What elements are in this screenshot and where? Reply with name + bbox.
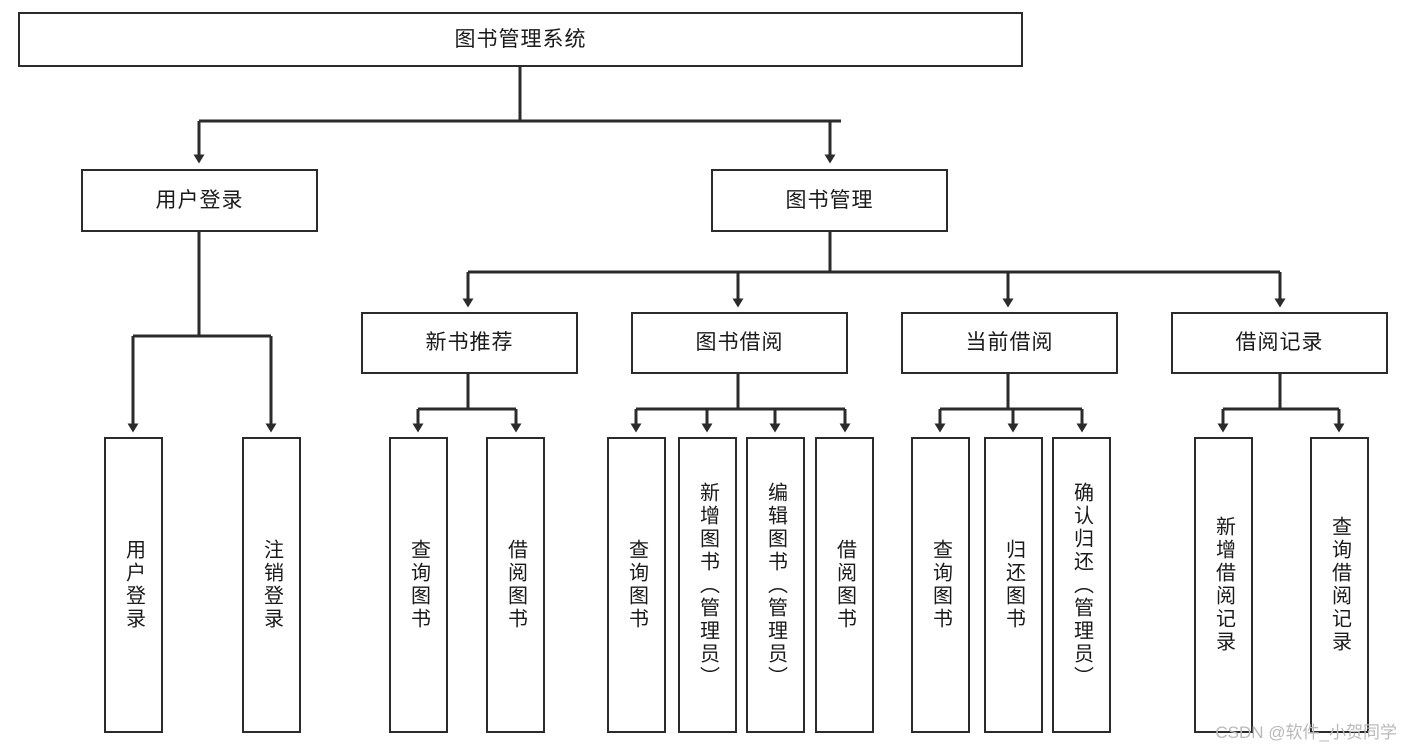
node-book-management[interactable]: 图书管理: [711, 169, 948, 232]
leaf-node[interactable]: 确认归还（管理员）: [1052, 437, 1111, 733]
node-root-system[interactable]: 图书管理系统: [18, 12, 1023, 67]
leaf-node-label: 借阅图书: [833, 539, 856, 631]
leaf-node-label: 确认归还（管理员）: [1070, 481, 1093, 689]
node-book-borrow[interactable]: 图书借阅: [631, 312, 848, 374]
leaf-node-label: 查询图书: [625, 539, 648, 631]
leaf-node-label: 新增图书（管理员）: [696, 481, 719, 689]
leaf-node[interactable]: 借阅图书: [815, 437, 874, 733]
leaf-node[interactable]: 查询图书: [607, 437, 666, 733]
edges-book-borrow-to-leaves: [630, 374, 851, 433]
edges-borrow-record-to-leaves: [1217, 374, 1345, 433]
node-borrow-record-label: 借阅记录: [1235, 331, 1324, 355]
leaf-node[interactable]: 注销登录: [242, 437, 301, 733]
node-current-borrow-label: 当前借阅: [965, 331, 1054, 355]
node-book-borrow-label: 图书借阅: [695, 331, 784, 355]
node-book-management-label: 图书管理: [785, 188, 874, 212]
leaf-node-label: 注销登录: [260, 539, 283, 631]
leaf-node[interactable]: 新增图书（管理员）: [678, 437, 737, 733]
leaf-node[interactable]: 新增借阅记录: [1194, 437, 1253, 733]
node-new-book-recommend-label: 新书推荐: [425, 331, 514, 355]
leaf-node-label: 用户登录: [122, 539, 145, 631]
node-user-login-label: 用户登录: [155, 188, 244, 212]
edges-root-to-level2: [193, 67, 841, 164]
leaf-node[interactable]: 查询图书: [389, 437, 448, 733]
leaf-node[interactable]: 编辑图书（管理员）: [746, 437, 805, 733]
node-new-book-recommend[interactable]: 新书推荐: [361, 312, 578, 374]
leaf-node[interactable]: 借阅图书: [486, 437, 545, 733]
leaf-node-label: 查询借阅记录: [1328, 516, 1351, 654]
leaf-node-label: 归还图书: [1002, 539, 1025, 631]
leaf-node-label: 新增借阅记录: [1212, 516, 1235, 654]
edges-user-login-to-leaves: [127, 232, 277, 433]
node-borrow-record[interactable]: 借阅记录: [1171, 312, 1388, 374]
leaf-node[interactable]: 归还图书: [984, 437, 1043, 733]
node-root-label: 图书管理系统: [454, 27, 587, 51]
leaf-node[interactable]: 查询图书: [911, 437, 970, 733]
leaf-node-label: 编辑图书（管理员）: [764, 481, 787, 689]
leaf-node-label: 借阅图书: [504, 539, 527, 631]
leaf-node[interactable]: 查询借阅记录: [1310, 437, 1369, 733]
edges-current-borrow-to-leaves: [934, 374, 1088, 433]
node-user-login[interactable]: 用户登录: [81, 169, 318, 232]
edges-new-book-to-leaves: [412, 374, 522, 433]
leaf-node-label: 查询图书: [929, 539, 952, 631]
edges-level2-to-level3: [462, 232, 1286, 308]
leaf-node[interactable]: 用户登录: [104, 437, 163, 733]
leaf-node-label: 查询图书: [407, 539, 430, 631]
node-current-borrow[interactable]: 当前借阅: [901, 312, 1118, 374]
